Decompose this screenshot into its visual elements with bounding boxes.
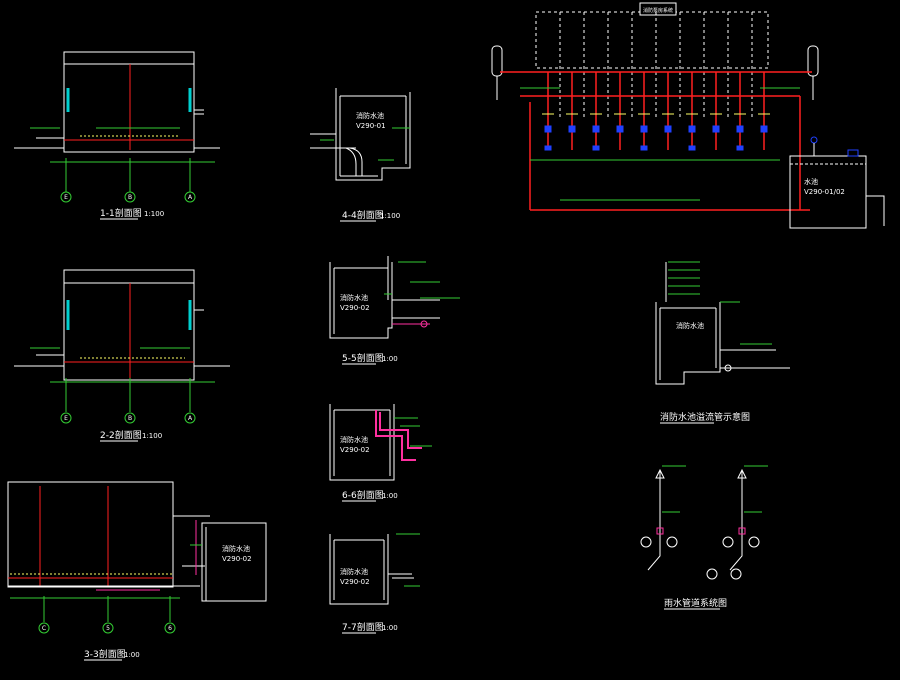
axis-label: 5: [106, 625, 110, 632]
tank-label: 消防水池: [340, 567, 368, 576]
tank-label: 消防水池: [222, 544, 250, 553]
section-title: 7-7剖面图: [342, 621, 384, 633]
section-scale: 1:00: [382, 492, 398, 500]
axis-label: B: [128, 194, 132, 201]
section-3-3: [7, 481, 267, 634]
section-scale: 1:00: [382, 624, 398, 632]
tank-label: 消防水池: [356, 111, 384, 120]
axis-label: B: [128, 415, 132, 422]
axis-label: A: [188, 194, 193, 201]
tank-label: 消防水池: [676, 321, 704, 330]
section-title: 1-1剖面图: [100, 207, 142, 219]
axis-label: A: [188, 415, 193, 422]
section-2-2: [14, 269, 230, 424]
tank-code: V290-02: [340, 578, 370, 586]
rain-title: 雨水管道系统图: [664, 597, 727, 609]
section-scale: 1:100: [142, 432, 162, 440]
section-1-1: [14, 51, 220, 203]
section-scale: 1:00: [382, 355, 398, 363]
schematic-header: 消防泵房系统: [643, 7, 673, 14]
section-scale: 1:100: [380, 212, 400, 220]
detail-title: 消防水池溢流管示意图: [660, 411, 750, 423]
axis-label: E: [64, 415, 68, 422]
tank-code: V290-01: [356, 122, 386, 130]
tank-label: 消防水池: [340, 293, 368, 302]
section-title: 5-5剖面图: [342, 352, 384, 364]
section-scale: 1:00: [124, 651, 140, 659]
pump-room-schematic: [491, 2, 885, 229]
tank-label: 水池: [804, 177, 818, 186]
section-title: 4-4剖面图: [342, 209, 384, 221]
section-5-5: [329, 256, 460, 339]
section-4-4: [310, 88, 411, 181]
tank-code: V290-02: [340, 446, 370, 454]
section-6-6: [329, 404, 432, 481]
section-7-7: [329, 533, 420, 605]
section-title: 3-3剖面图: [84, 648, 126, 660]
tank-code: V290-02: [222, 555, 252, 563]
tank-code: V290-02: [340, 304, 370, 312]
axis-label: E: [64, 194, 68, 201]
overflow-detail: [655, 261, 790, 385]
axis-label: 6: [168, 625, 172, 632]
tank-label: 消防水池: [340, 435, 368, 444]
section-title: 6-6剖面图: [342, 489, 384, 501]
rain-pipe-system: [640, 465, 768, 580]
axis-label: C: [42, 625, 46, 632]
section-title: 2-2剖面图: [100, 429, 142, 441]
tank-code: V290-01/02: [804, 188, 845, 196]
section-scale: 1:100: [144, 210, 164, 218]
